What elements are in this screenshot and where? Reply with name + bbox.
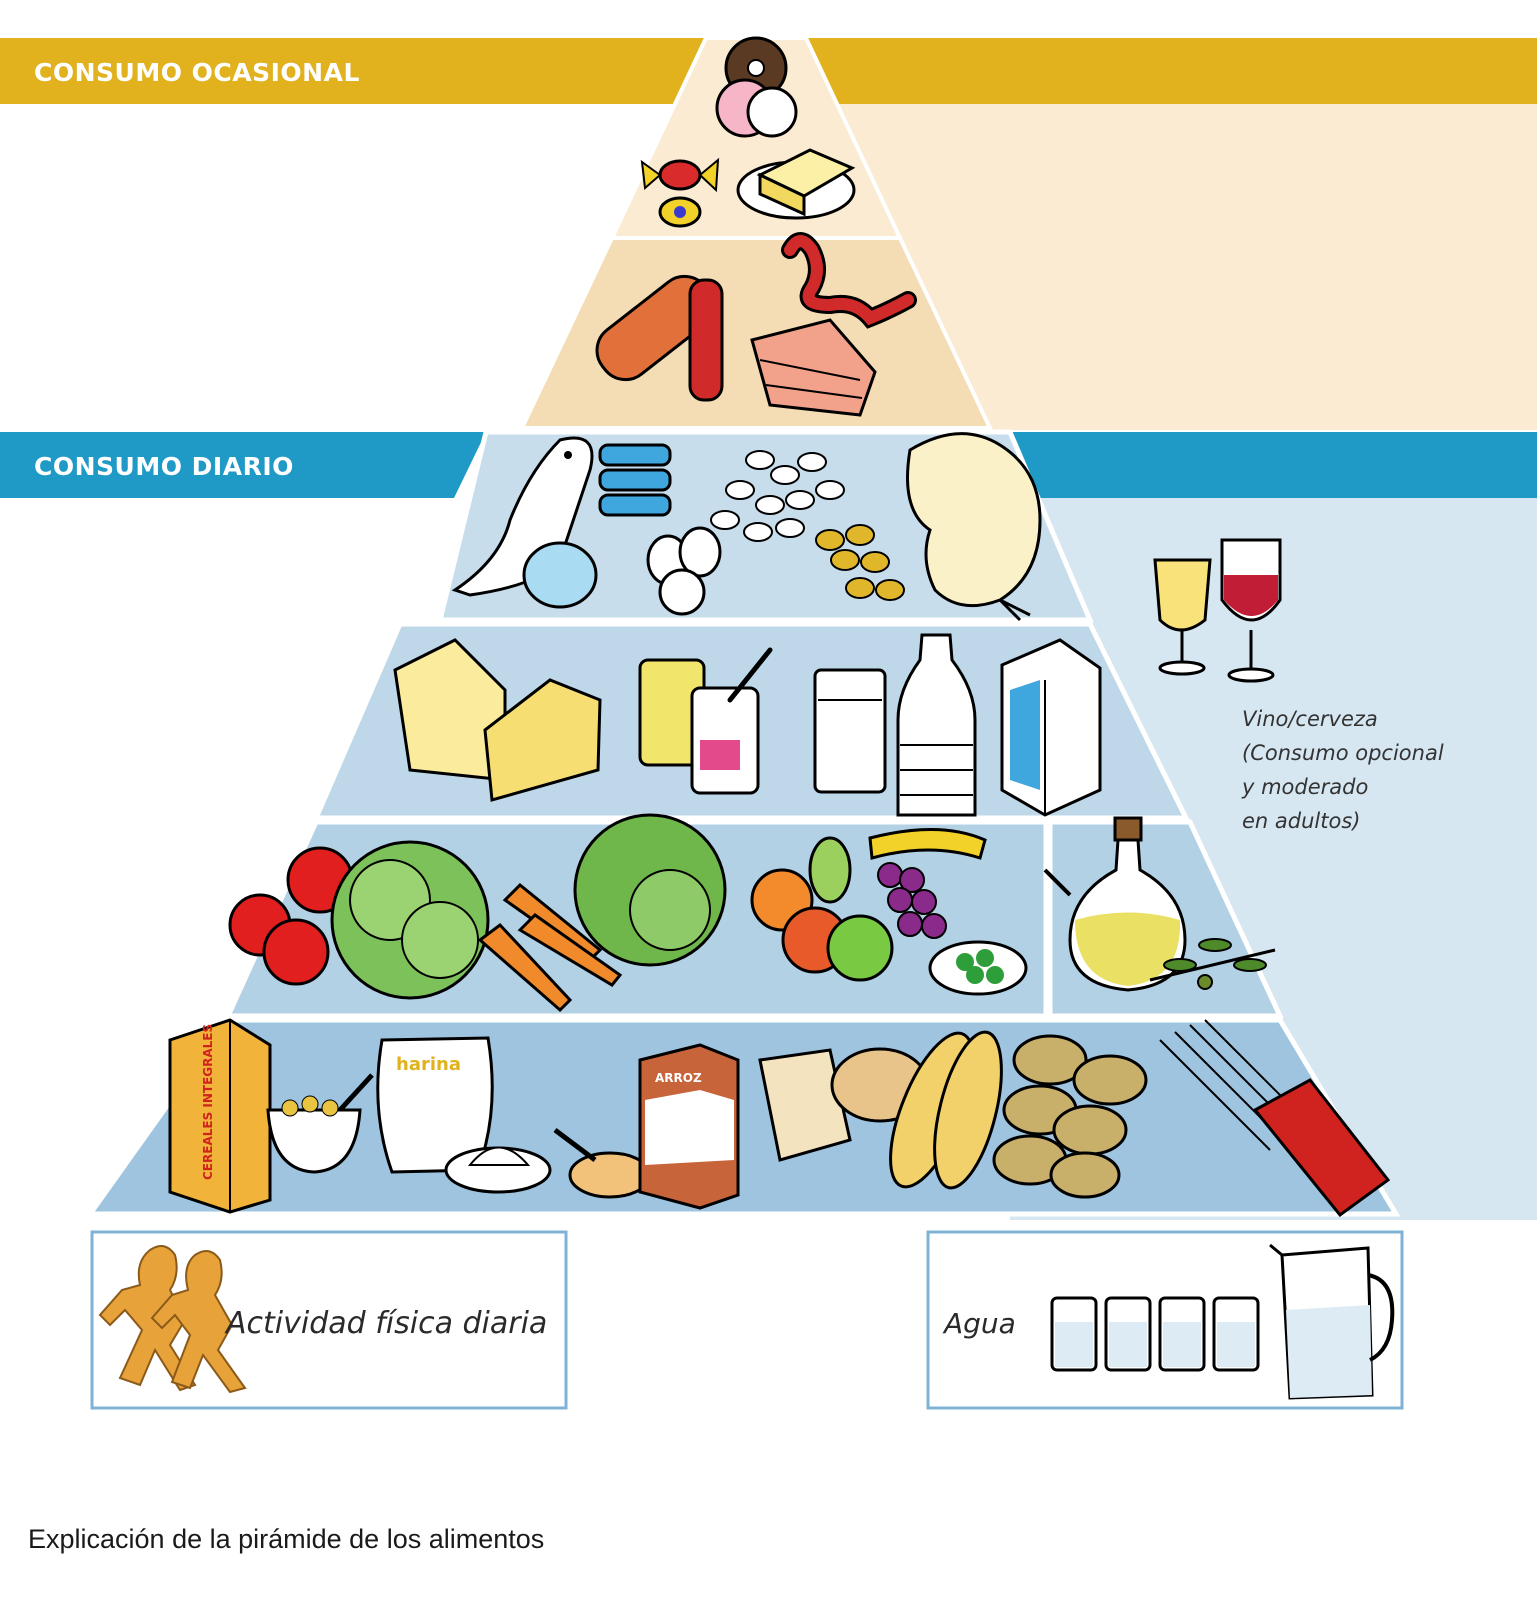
daily-band-label: CONSUMO DIARIO [34,452,294,481]
occasional-band-label: CONSUMO OCASIONAL [34,58,360,87]
chicken-icon [906,432,1042,622]
milk-carton-icon [1000,638,1102,817]
rice-icon: ARROZ [553,1043,740,1210]
water-jug-icon [1269,1243,1395,1400]
activity-label: Actividad física diaria [224,1306,547,1341]
caption: Explicación de la pirámide de los alimen… [28,1524,545,1554]
rice-text: ARROZ [655,1071,702,1085]
cereal-bowl-icon [266,1073,374,1174]
beer-glass-icon [1153,558,1212,676]
olive-oil-icon [1043,816,1187,992]
sausage-icon [595,274,724,402]
daily-band-right [990,432,1537,498]
carrot-icon [477,882,623,1013]
pasta-icon [1159,1019,1391,1218]
cheese-icon [393,638,602,802]
milk-glass-icon [813,668,887,794]
tomato-icon [228,846,354,986]
milk-bottle-icon [896,633,977,817]
donut-icon [715,36,798,138]
daily-band-left [0,432,486,498]
lettuce-icon [330,813,727,1000]
runners-icon [98,1245,247,1394]
candy-icon [640,157,720,228]
bread-icon [758,1030,1003,1190]
yogurt-icon [638,647,773,795]
olive-branch-icon [1149,938,1276,990]
water-label: Agua [942,1307,1016,1340]
beans-icon [710,450,845,542]
water-glasses-icon [1050,1296,1260,1372]
nuts-icon [815,524,905,601]
wine-note: Vino/cerveza (Consumo opcional y moderad… [1242,707,1444,833]
occasional-band-right [806,38,1537,104]
cereal-box-icon: CEREALES INTEGRALES [168,1018,272,1214]
fruit-icon [750,827,987,982]
potato-icon [992,1034,1148,1199]
eggs-icon [646,526,722,616]
grapes-icon [877,862,1028,996]
flour-icon: harina [376,1036,552,1194]
canned-fish-icon [522,443,672,609]
chorizo-icon [781,232,917,329]
flour-text: harina [396,1054,461,1075]
cereal-box-text: CEREALES INTEGRALES [201,1024,215,1180]
wine-glass-icon [1220,538,1282,683]
butter-icon [736,148,856,220]
occasional-band-left [0,38,706,104]
bacon-icon [750,318,877,417]
